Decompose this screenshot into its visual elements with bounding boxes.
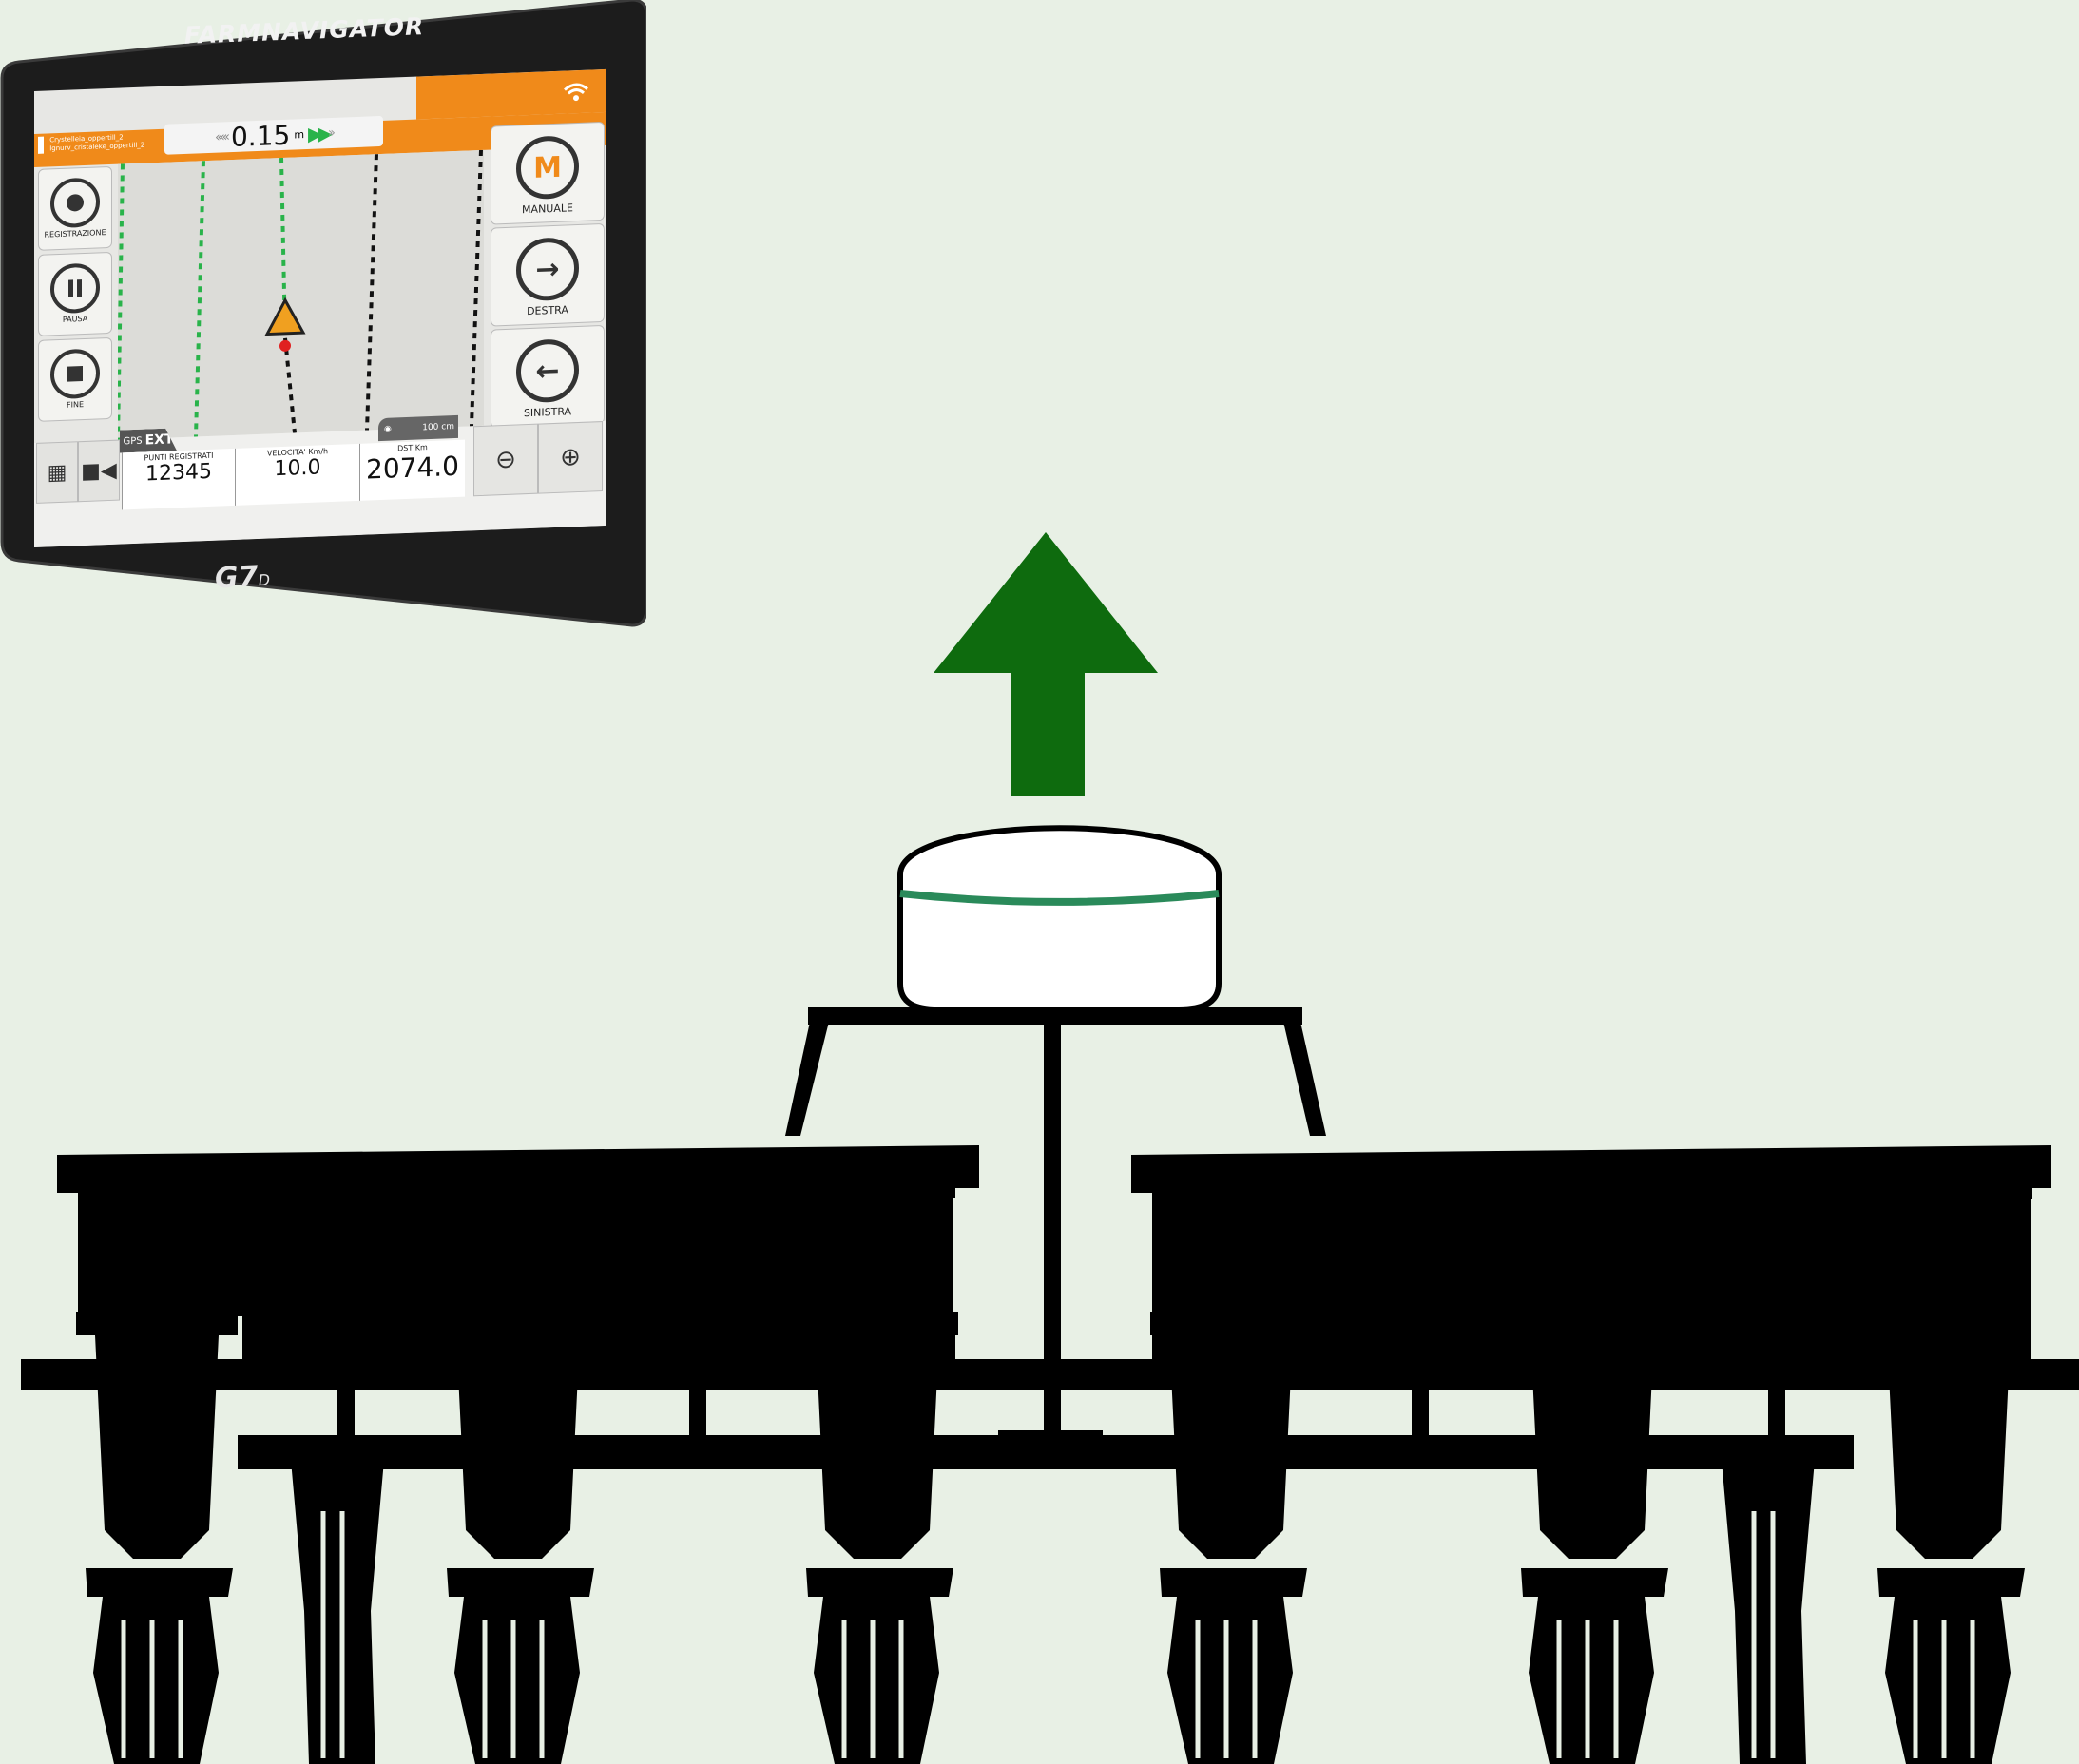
- chevrons-right-icon: ››: [328, 125, 333, 141]
- manual-button[interactable]: M MANUALE: [491, 122, 605, 225]
- camera-icon: ■◀: [81, 458, 117, 483]
- offset-value: 0.15: [231, 119, 290, 152]
- stat-speed-value: 10.0: [236, 454, 359, 483]
- grid-icon: ▦: [48, 460, 67, 485]
- vehicle-marker-icon: [267, 299, 303, 334]
- record-icon: [50, 177, 100, 228]
- position-dot: [279, 340, 291, 352]
- model-suffix: D: [258, 570, 270, 589]
- manual-icon: M: [516, 135, 579, 201]
- stat-distance-value: 2074.0: [360, 451, 465, 486]
- compass-icon: ◉: [384, 425, 392, 434]
- stop-button[interactable]: FINE: [38, 337, 112, 422]
- model-name: G7: [214, 560, 259, 595]
- zoom-out-button[interactable]: ⊖: [473, 424, 538, 497]
- pause-icon: [50, 262, 100, 314]
- camera-button[interactable]: ■◀: [78, 440, 120, 503]
- arrow-right-icon: →: [516, 237, 579, 302]
- scale-indicator: ◉ 100 cm: [378, 415, 458, 441]
- stop-label: FINE: [39, 399, 111, 411]
- zoom-out-icon: ⊖: [495, 446, 516, 475]
- scale-value: 100 cm: [422, 422, 454, 432]
- file-icon: [38, 137, 44, 154]
- zoom-in-icon: ⊕: [560, 443, 581, 472]
- offset-unit: m: [294, 128, 304, 141]
- chevrons-left-icon: ‹‹‹‹‹: [215, 129, 227, 144]
- pause-label: PAUSA: [39, 314, 111, 325]
- stop-icon: [50, 348, 100, 399]
- left-button[interactable]: ← SINISTRA: [491, 325, 605, 429]
- chevrons-right-green-icon: ▶▶: [308, 122, 328, 145]
- gps-antenna: [900, 828, 1219, 1009]
- grid-menu-button[interactable]: ▦: [36, 441, 78, 504]
- wifi-icon: [563, 82, 589, 108]
- stat-points: PUNTI REGISTRATI 12345: [122, 449, 235, 510]
- signal-arrow: [934, 532, 1158, 796]
- display-screen: Crystelleia_oppertill_2 Ignurv_cristalek…: [34, 69, 606, 547]
- record-label: REGISTRAZIONE: [39, 228, 111, 240]
- gps-prefix: GPS: [123, 435, 142, 447]
- model-logo: G7D: [214, 560, 271, 596]
- stat-distance: DST Km 2074.0: [359, 440, 465, 501]
- manual-label: MANUALE: [491, 201, 604, 218]
- stat-speed: VELOCITA' Km/h 10.0: [235, 444, 359, 506]
- left-label: SINISTRA: [491, 404, 604, 421]
- arrow-left-icon: ←: [516, 338, 579, 404]
- navigator-device: FARMNAVIGATOR G7D Crystelleia_oppertill_…: [0, 0, 646, 627]
- zoom-in-button[interactable]: ⊕: [538, 421, 603, 494]
- right-button[interactable]: → DESTRA: [491, 223, 605, 327]
- record-button[interactable]: REGISTRAZIONE: [38, 166, 112, 251]
- right-label: DESTRA: [491, 302, 604, 319]
- pause-button[interactable]: PAUSA: [38, 252, 112, 336]
- stat-points-value: 12345: [123, 459, 235, 488]
- field-map[interactable]: [118, 150, 484, 440]
